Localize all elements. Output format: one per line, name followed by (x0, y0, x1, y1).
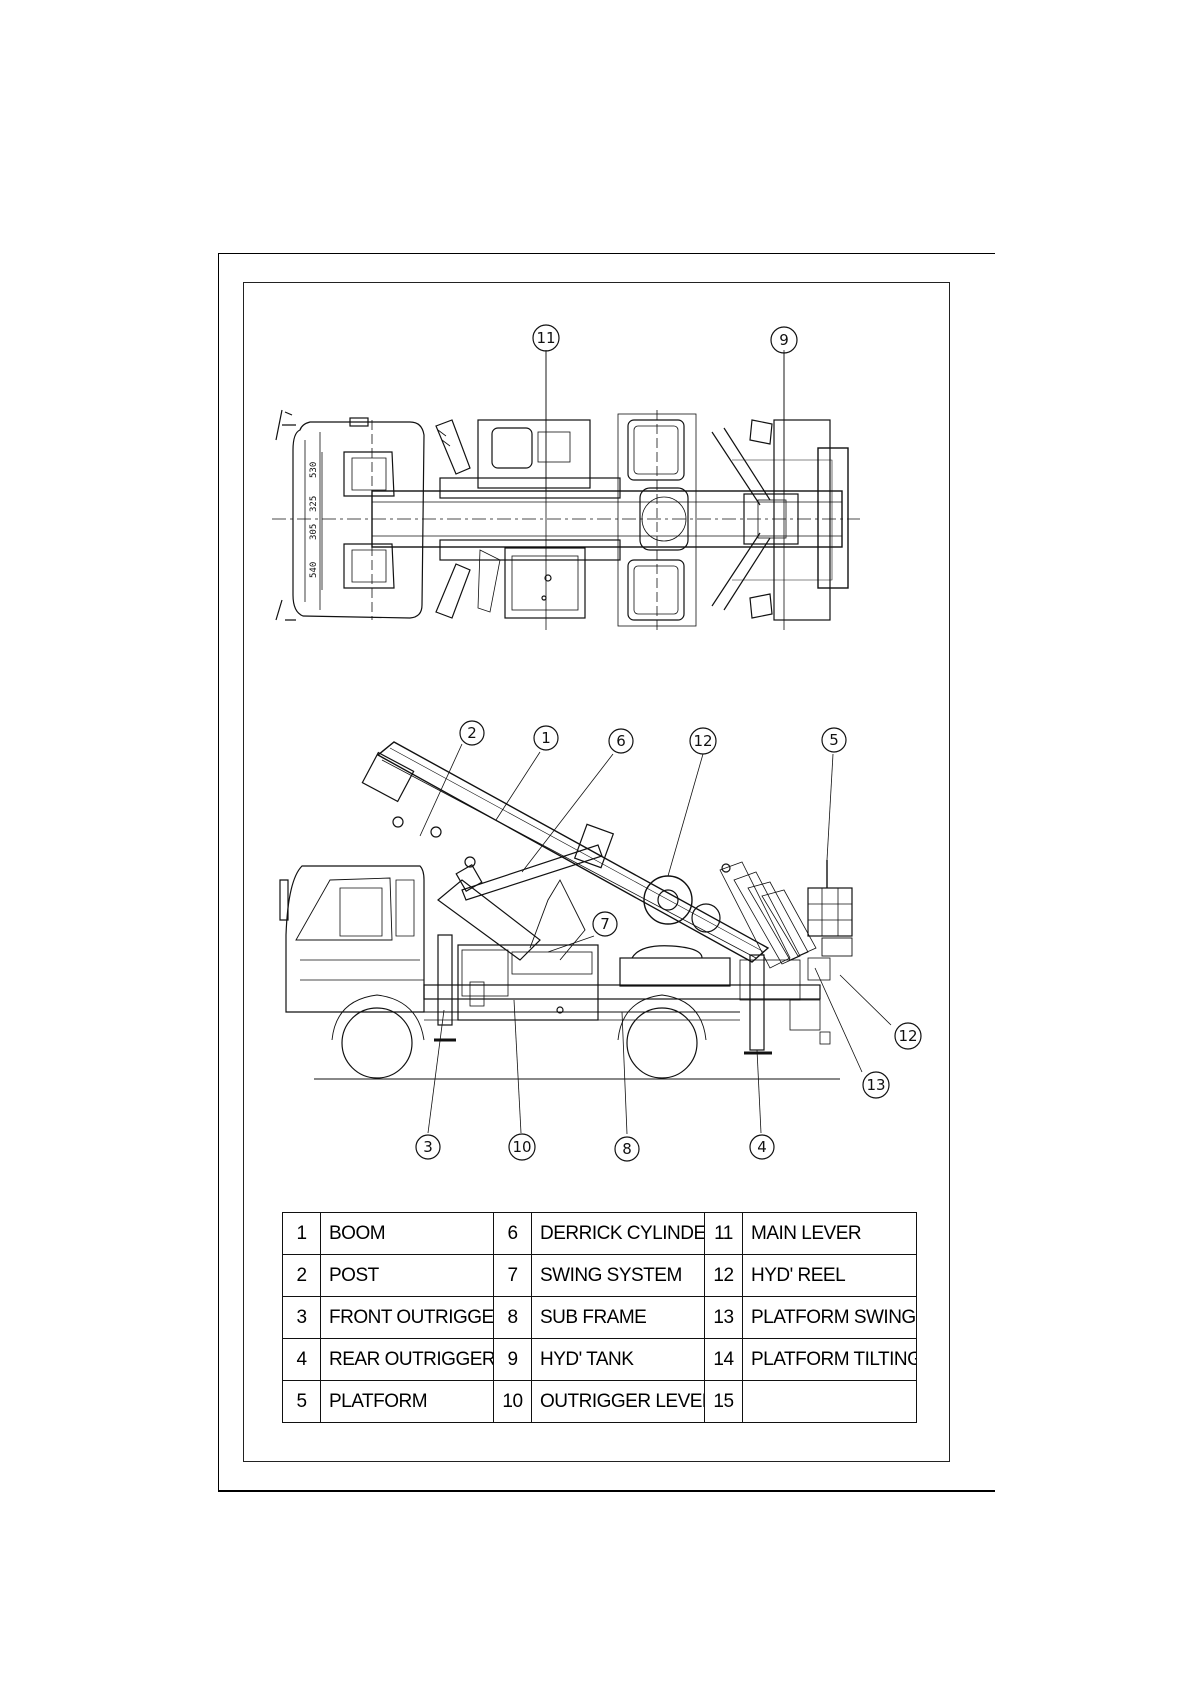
table-row: 1 BOOM 6 DERRICK CYLINDER 11 MAIN LEVER (283, 1213, 917, 1255)
callout-6: 6 (609, 729, 633, 753)
callout-label: 9 (779, 331, 789, 349)
top-view: 530 325 305 540 (272, 350, 860, 630)
callout-label: 13 (866, 1076, 885, 1094)
part-number: 13 (705, 1297, 743, 1339)
part-name: MAIN LEVER (743, 1213, 917, 1255)
part-name: HYD' REEL (743, 1255, 917, 1297)
svg-text:530: 530 (309, 462, 319, 478)
part-name: HYD' TANK (532, 1339, 705, 1381)
table-row: 4 REAR OUTRIGGER 9 HYD' TANK 14 PLATFORM… (283, 1339, 917, 1381)
callout-label: 8 (622, 1140, 632, 1158)
callout-label: 11 (536, 329, 555, 347)
part-number: 7 (494, 1255, 532, 1297)
part-name: SWING SYSTEM (532, 1255, 705, 1297)
part-number: 14 (705, 1339, 743, 1381)
callout-11: 11 (533, 325, 559, 351)
callout-label: 3 (423, 1138, 433, 1156)
svg-text:325: 325 (309, 496, 319, 512)
svg-text:305: 305 (309, 524, 319, 540)
part-number: 4 (283, 1339, 321, 1381)
table-row: 5 PLATFORM 10 OUTRIGGER LEVER 15 (283, 1381, 917, 1423)
callout-label: 6 (616, 732, 626, 750)
callout-label: 5 (829, 731, 839, 749)
callout-1: 1 (534, 726, 558, 750)
callout-5: 5 (822, 728, 846, 752)
table-row: 2 POST 7 SWING SYSTEM 12 HYD' REEL (283, 1255, 917, 1297)
callout-label: 4 (757, 1138, 767, 1156)
part-number: 6 (494, 1213, 532, 1255)
part-number: 8 (494, 1297, 532, 1339)
part-name: PLATFORM (321, 1381, 494, 1423)
part-number: 5 (283, 1381, 321, 1423)
parts-table: 1 BOOM 6 DERRICK CYLINDER 11 MAIN LEVER … (282, 1212, 917, 1423)
part-number: 9 (494, 1339, 532, 1381)
part-name: DERRICK CYLINDER (532, 1213, 705, 1255)
callout-8: 8 (615, 1137, 639, 1161)
callout-10: 10 (509, 1134, 535, 1160)
part-number: 1 (283, 1213, 321, 1255)
callout-13: 13 (863, 1072, 889, 1098)
callout-label: 7 (600, 915, 610, 933)
part-number: 3 (283, 1297, 321, 1339)
part-number: 2 (283, 1255, 321, 1297)
callout-2: 2 (460, 721, 484, 745)
callout-12-top: 12 (690, 728, 716, 754)
callout-12-right: 12 (895, 1023, 921, 1049)
part-name: REAR OUTRIGGER (321, 1339, 494, 1381)
part-number: 15 (705, 1381, 743, 1423)
table-row: 3 FRONT OUTRIGGER 8 SUB FRAME 13 PLATFOR… (283, 1297, 917, 1339)
callout-7: 7 (593, 912, 617, 936)
part-name (743, 1381, 917, 1423)
side-view (280, 742, 891, 1134)
part-name: FRONT OUTRIGGER (321, 1297, 494, 1339)
part-name: PLATFORM TILTING (743, 1339, 917, 1381)
callout-3: 3 (416, 1135, 440, 1159)
part-name: POST (321, 1255, 494, 1297)
callout-label: 12 (693, 732, 712, 750)
part-name: OUTRIGGER LEVER (532, 1381, 705, 1423)
callout-label: 2 (467, 724, 477, 742)
part-name: PLATFORM SWING (743, 1297, 917, 1339)
part-number: 12 (705, 1255, 743, 1297)
part-name: BOOM (321, 1213, 494, 1255)
callout-9: 9 (771, 327, 797, 353)
callout-label: 10 (512, 1138, 531, 1156)
callout-label: 12 (898, 1027, 917, 1045)
part-name: SUB FRAME (532, 1297, 705, 1339)
callout-label: 1 (541, 729, 551, 747)
part-number: 11 (705, 1213, 743, 1255)
svg-text:540: 540 (309, 562, 319, 578)
callout-4: 4 (750, 1135, 774, 1159)
part-number: 10 (494, 1381, 532, 1423)
